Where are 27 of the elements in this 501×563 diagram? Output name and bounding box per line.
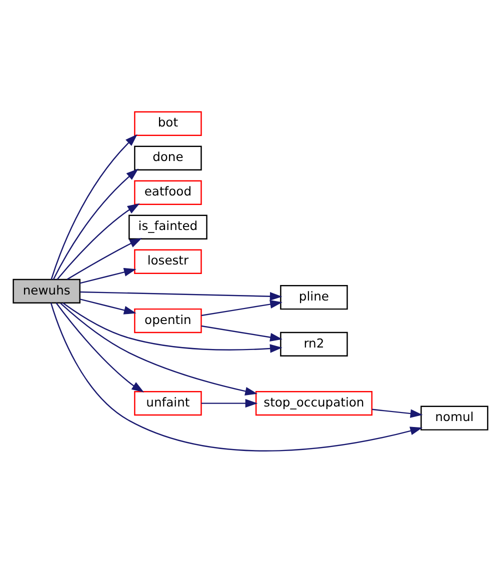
node-box: is_fainted	[128, 214, 208, 240]
node-box: opentin	[134, 308, 202, 334]
node-box: unfaint	[134, 391, 202, 416]
arrow	[56, 203, 140, 280]
node-box: rn2	[280, 332, 348, 356]
node-box: pline	[280, 285, 348, 310]
node-box: nomul	[420, 406, 488, 430]
arrow	[80, 268, 136, 284]
arrow	[201, 399, 258, 408]
arrow	[62, 302, 282, 353]
node-box: bot	[134, 111, 202, 136]
node-box: losestr	[134, 249, 202, 274]
arrow	[66, 238, 142, 280]
arrow	[52, 168, 138, 280]
arrow	[372, 408, 423, 418]
arrow	[80, 291, 282, 301]
arrow	[80, 298, 136, 314]
node-box: stop_occupation	[255, 391, 372, 416]
arrow	[201, 300, 282, 316]
arrow	[50, 134, 138, 280]
node-box: eatfood	[134, 180, 202, 205]
arrow	[50, 302, 423, 452]
arrow	[60, 302, 258, 396]
arrow	[56, 302, 144, 392]
node-box: newuhs	[12, 278, 80, 304]
arrow	[201, 325, 282, 342]
node-box: done	[134, 146, 202, 170]
